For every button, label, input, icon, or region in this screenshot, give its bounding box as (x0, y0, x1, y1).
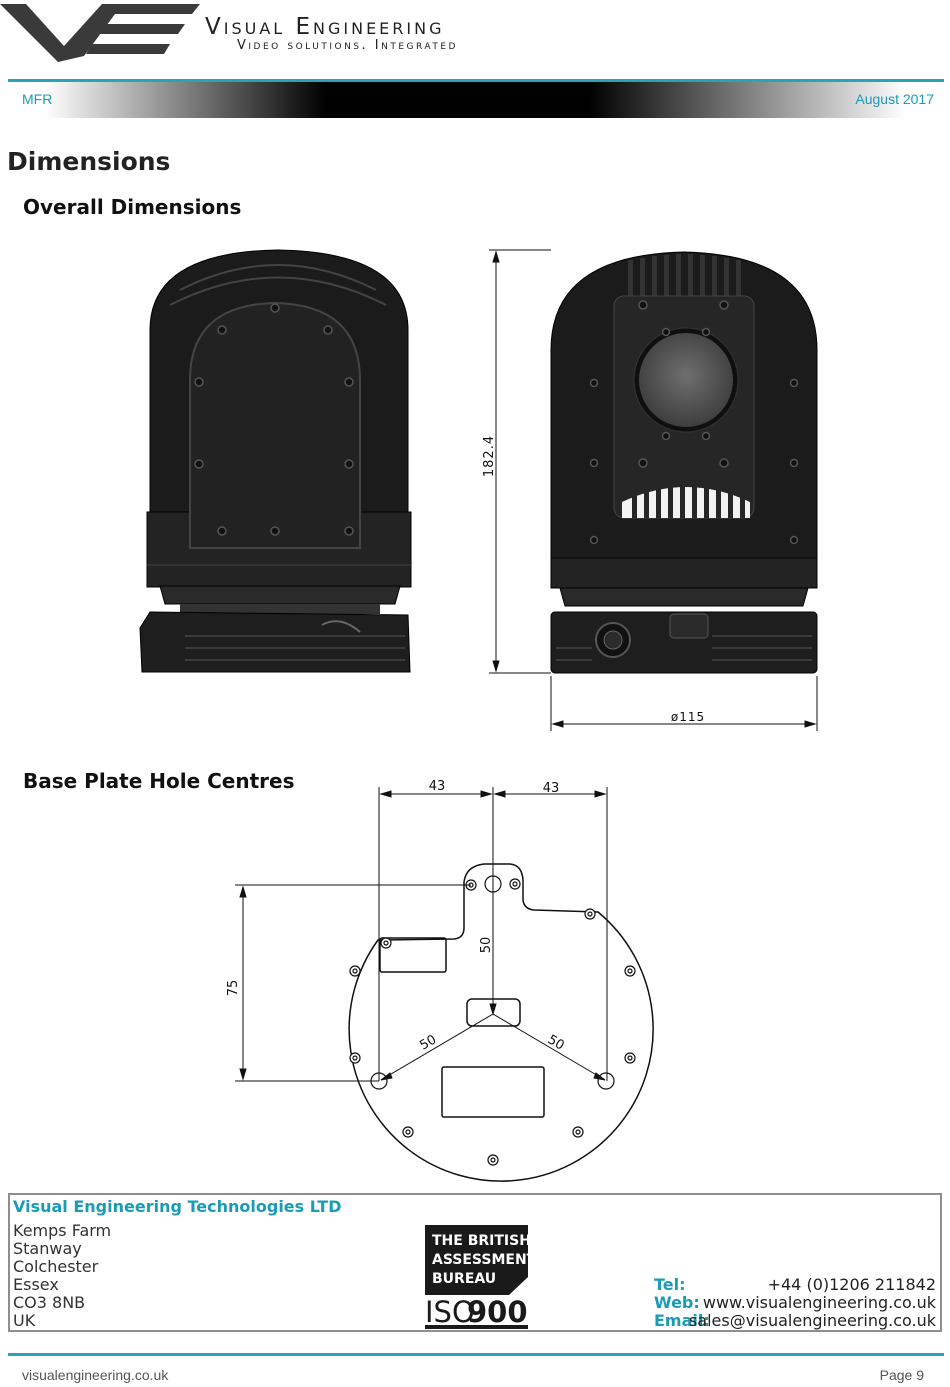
section-overall-title: Overall Dimensions (23, 195, 242, 219)
footer-website-link[interactable]: visualengineering.co.uk (22, 1367, 169, 1383)
iso-line1: THE BRITISH (432, 1233, 528, 1249)
camera-rear-view (139, 249, 412, 673)
address-line: Kemps Farm (13, 1221, 112, 1240)
address-line: CO3 8NB (13, 1293, 86, 1312)
hole-spacing-left-label: 43 (429, 779, 446, 794)
brand-name: Visual Engineering (205, 14, 445, 40)
address-line: Essex (13, 1275, 59, 1294)
overall-diameter-label: ø115 (671, 710, 705, 724)
overall-height-label: 182.4 (482, 435, 497, 477)
camera-front-view (550, 251, 818, 674)
doc-code: MFR (22, 91, 53, 107)
email-label: Email: (654, 1311, 710, 1330)
hole-center-offset-label: 50 (479, 937, 494, 954)
iso-certification-logo: THE BRITISH ASSESSMENT BUREAU ISO 9001 (425, 1225, 528, 1329)
tel-label: Tel: (654, 1275, 686, 1294)
email-link[interactable]: sales@visualengineering.co.uk (688, 1311, 936, 1330)
base-plate-outline (348, 863, 654, 1182)
hole-spacing-right-label: 43 (543, 781, 560, 796)
footer-rule (8, 1353, 944, 1356)
iso-prefix: ISO (425, 1295, 475, 1329)
section-base-title: Base Plate Hole Centres (23, 769, 295, 793)
base-plate-dimensions (235, 787, 608, 1082)
hole-vertical-label: 75 (226, 980, 241, 997)
address-line: UK (13, 1311, 36, 1330)
address-line: Colchester (13, 1257, 99, 1276)
doc-date: August 2017 (855, 91, 934, 107)
company-name: Visual Engineering Technologies LTD (13, 1197, 342, 1216)
header-band (8, 82, 944, 118)
tel-value[interactable]: +44 (0)1206 211842 (767, 1275, 936, 1294)
iso-line2: ASSESSMENT (432, 1252, 528, 1268)
web-link[interactable]: www.visualengineering.co.uk (702, 1293, 936, 1312)
header-rule (8, 79, 944, 82)
iso-line3: BUREAU (432, 1271, 496, 1287)
hole-radius-left-label: 50 (417, 1032, 439, 1053)
overall-dimensions (489, 249, 818, 731)
address-line: Stanway (13, 1239, 82, 1258)
page-number: Page 9 (879, 1367, 924, 1383)
page-title: Dimensions (7, 147, 171, 176)
iso-number: 9001 (467, 1295, 528, 1329)
ve-logo-icon (0, 4, 200, 62)
brand-tagline: Video solutions. Integrated (237, 38, 458, 53)
contact-box (8, 1193, 942, 1332)
web-label: Web: (654, 1293, 700, 1312)
technical-drawing: 182.4 ø115 (139, 249, 818, 1182)
hole-radius-right-label: 50 (545, 1032, 567, 1053)
